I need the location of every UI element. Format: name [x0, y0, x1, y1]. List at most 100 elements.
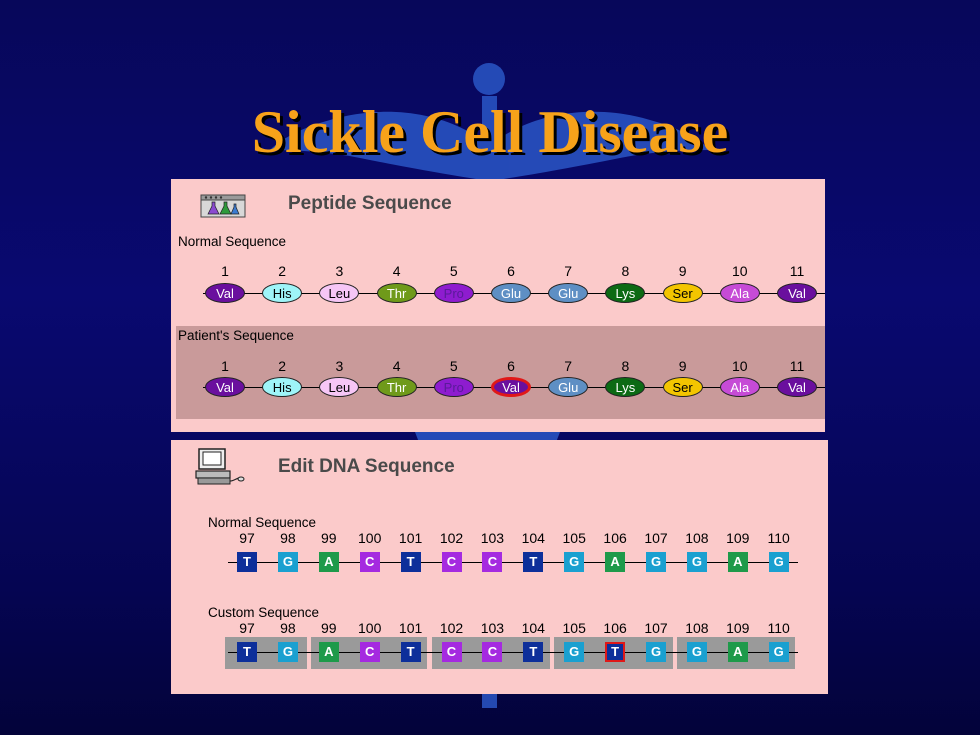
- normal-dna-position-number: 110: [767, 530, 790, 546]
- custom-dna-base[interactable]: C: [482, 642, 503, 662]
- normal-dna-base[interactable]: A: [605, 552, 626, 572]
- lab-flask-icon: [199, 192, 249, 223]
- patient-amino-acid[interactable]: Val: [777, 377, 817, 397]
- normal-amino-acid[interactable]: Leu: [319, 283, 360, 303]
- normal-dna-position-number: 109: [726, 530, 750, 546]
- normal-position-number: 2: [278, 263, 287, 279]
- custom-dna-base[interactable]: G: [768, 642, 789, 662]
- normal-dna-position-number: 106: [603, 530, 627, 546]
- patient-amino-acid[interactable]: Ala: [719, 377, 760, 397]
- patient-amino-acid[interactable]: His: [262, 377, 303, 397]
- custom-dna-position-number: 106: [603, 620, 627, 636]
- patient-amino-acid[interactable]: Ser: [662, 377, 703, 397]
- normal-dna-base[interactable]: C: [441, 552, 462, 572]
- normal-amino-acid[interactable]: Glu: [548, 283, 589, 303]
- normal-dna-position-number: 99: [321, 530, 337, 546]
- normal-dna-position-number: 100: [358, 530, 382, 546]
- custom-dna-base[interactable]: T: [237, 642, 257, 662]
- dna-normal-sequence-label: Normal Sequence: [208, 515, 317, 530]
- peptide-panel-title: Peptide Sequence: [288, 193, 452, 214]
- patient-amino-acid[interactable]: Thr: [376, 377, 417, 397]
- custom-dna-base[interactable]: A: [727, 642, 748, 662]
- custom-dna-position-number: 99: [321, 620, 337, 636]
- normal-position-number: 3: [335, 263, 344, 279]
- custom-dna-position-number: 100: [358, 620, 382, 636]
- normal-dna-base[interactable]: G: [564, 552, 585, 572]
- custom-dna-position-number: 104: [521, 620, 545, 636]
- patient-amino-acid[interactable]: Leu: [319, 377, 360, 397]
- patient-position-number: 9: [678, 358, 687, 374]
- normal-dna-position-number: 97: [239, 530, 255, 546]
- custom-dna-position-number: 97: [239, 620, 255, 636]
- patient-position-number: 11: [789, 358, 805, 374]
- custom-dna-base[interactable]: G: [686, 642, 707, 662]
- patient-sequence-label: Patient's Sequence: [178, 328, 294, 343]
- custom-dna-position-number: 108: [685, 620, 709, 636]
- patient-amino-acid[interactable]: Glu: [548, 377, 589, 397]
- slide-title: Sickle Cell Disease: [251, 99, 729, 165]
- normal-dna-base[interactable]: G: [768, 552, 789, 572]
- normal-position-number: 7: [564, 263, 573, 279]
- normal-dna-position-number: 108: [685, 530, 709, 546]
- normal-dna-base[interactable]: G: [277, 552, 298, 572]
- custom-dna-position-number: 107: [644, 620, 668, 636]
- normal-dna-position-number: 104: [521, 530, 545, 546]
- normal-amino-acid[interactable]: Lys: [605, 283, 646, 303]
- custom-dna-position-number: 110: [767, 620, 790, 636]
- patient-position-number: 8: [621, 358, 630, 374]
- normal-dna-backbone: [228, 562, 798, 563]
- normal-amino-acid[interactable]: Ala: [719, 283, 760, 303]
- normal-position-number: 8: [621, 263, 630, 279]
- custom-dna-base[interactable]: G: [564, 642, 585, 662]
- patient-position-number: 5: [449, 358, 458, 374]
- normal-position-number: 6: [507, 263, 515, 279]
- dna-custom-sequence-label: Custom Sequence: [208, 605, 320, 620]
- normal-dna-base[interactable]: G: [686, 552, 707, 572]
- normal-position-number: 11: [789, 263, 805, 279]
- normal-dna-base[interactable]: C: [359, 552, 380, 572]
- custom-dna-base[interactable]: G: [277, 642, 298, 662]
- normal-amino-acid[interactable]: Val: [777, 283, 817, 303]
- normal-dna-base[interactable]: T: [400, 552, 421, 572]
- patient-position-number: 1: [221, 358, 229, 374]
- normal-dna-position-number: 98: [280, 530, 296, 546]
- custom-dna-base[interactable]: G: [646, 642, 666, 662]
- patient-position-number: 2: [278, 358, 287, 374]
- normal-amino-acid[interactable]: Ser: [662, 283, 703, 303]
- patient-amino-acid[interactable]: Lys: [605, 377, 646, 397]
- patient-position-number: 7: [564, 358, 573, 374]
- custom-dna-base[interactable]: T: [605, 642, 626, 662]
- normal-dna-position-number: 103: [480, 530, 505, 546]
- normal-dna-base[interactable]: C: [482, 552, 503, 572]
- normal-amino-acid[interactable]: Glu: [491, 283, 531, 303]
- normal-dna-base[interactable]: G: [646, 552, 666, 572]
- normal-dna-position-number: 101: [398, 530, 423, 546]
- custom-dna-position-number: 109: [726, 620, 750, 636]
- custom-dna-base[interactable]: T: [523, 642, 544, 662]
- normal-position-number: 4: [392, 263, 401, 279]
- normal-dna-position-number: 102: [439, 530, 464, 546]
- patient-amino-acid[interactable]: Val: [491, 377, 531, 397]
- normal-position-number: 5: [449, 263, 458, 279]
- patient-position-number: 3: [335, 358, 344, 374]
- patient-position-number: 4: [392, 358, 401, 374]
- normal-dna-base[interactable]: T: [523, 552, 544, 572]
- custom-dna-position-number: 98: [280, 620, 296, 636]
- normal-position-number: 9: [678, 263, 687, 279]
- patient-amino-acid[interactable]: Val: [205, 377, 245, 397]
- normal-dna-base[interactable]: T: [237, 552, 257, 572]
- custom-dna-base[interactable]: T: [400, 642, 421, 662]
- normal-amino-acid[interactable]: Pro: [433, 283, 474, 303]
- custom-dna-position-number: 105: [562, 620, 586, 636]
- patient-amino-acid[interactable]: Pro: [433, 377, 474, 397]
- normal-amino-acid[interactable]: Val: [205, 283, 245, 303]
- custom-dna-position-number: 101: [398, 620, 423, 636]
- normal-sequence-label: Normal Sequence: [178, 234, 287, 249]
- normal-amino-acid[interactable]: Thr: [376, 283, 417, 303]
- normal-amino-acid[interactable]: His: [262, 283, 303, 303]
- normal-dna-base[interactable]: A: [727, 552, 748, 572]
- custom-dna-base[interactable]: C: [359, 642, 380, 662]
- normal-dna-base[interactable]: A: [318, 552, 339, 572]
- custom-dna-base[interactable]: A: [318, 642, 339, 662]
- custom-dna-base[interactable]: C: [441, 642, 462, 662]
